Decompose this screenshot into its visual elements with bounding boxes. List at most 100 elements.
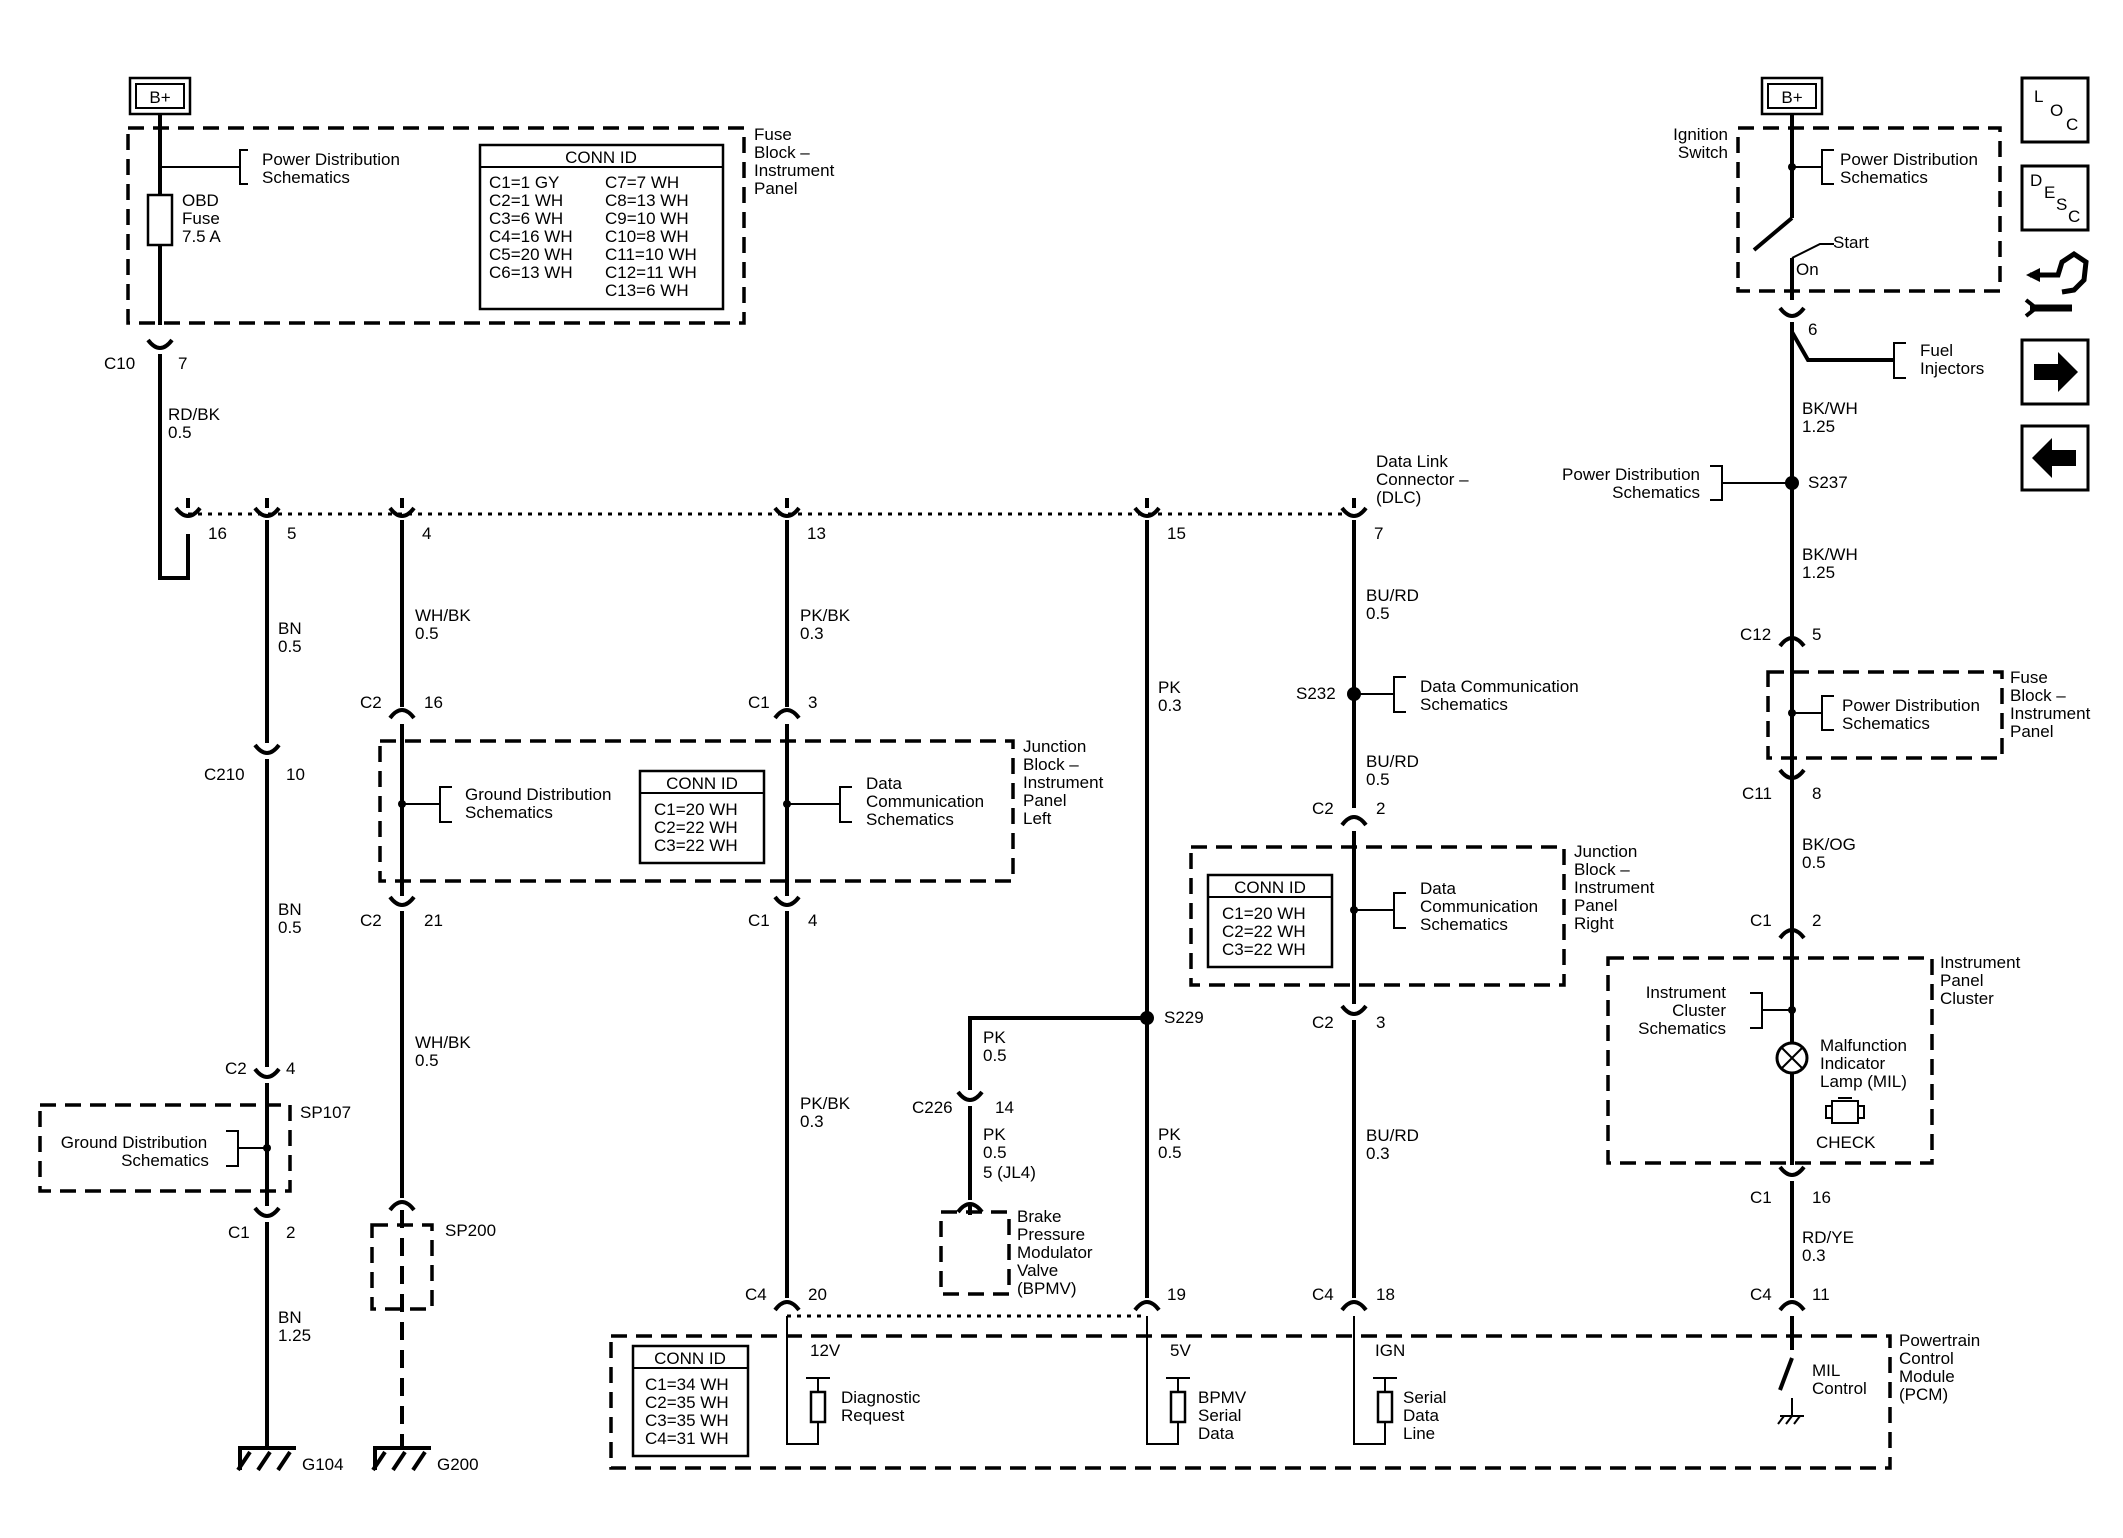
diagram-label: WH/BK <box>415 606 471 625</box>
diagram-label: C1 <box>1750 911 1772 930</box>
diagram-label: Indicator <box>1820 1054 1886 1073</box>
diagram-label: C2=35 WH <box>645 1393 729 1412</box>
diagram-label: 4 <box>808 911 817 930</box>
conn-id-pcm: CONN ID C1=34 WH C2=35 WH C3=35 WH C4=31… <box>631 1344 750 1458</box>
diagram-label: Block – <box>1023 755 1079 774</box>
back-arrow-icon[interactable] <box>2020 424 2090 492</box>
diagram-label: Cluster <box>1672 1001 1726 1020</box>
bplus-left-label: B+ <box>149 88 170 107</box>
diagram-label: Pressure <box>1017 1225 1085 1244</box>
diagram-label: Schematics <box>465 803 553 822</box>
dlc-label: Data Link Connector – (DLC) <box>1376 452 1469 507</box>
diagram-label: C3=22 WH <box>1222 940 1306 959</box>
diagram-label: Data <box>1198 1424 1234 1443</box>
diagram-label: Panel <box>1023 791 1066 810</box>
diagram-label: C210 <box>204 765 245 784</box>
diagram-label: 1.25 <box>1802 417 1835 436</box>
diagram-label: Panel <box>754 179 797 198</box>
diagram-label: O <box>2050 101 2063 120</box>
diagram-label: C8=13 WH <box>605 191 689 210</box>
diagram-label: Panel <box>2010 722 2053 741</box>
pd-schem-link-2[interactable]: Power Distribution <box>1840 150 1978 169</box>
diagram-label: Start <box>1833 233 1869 252</box>
diagram-label: 16 <box>424 693 443 712</box>
diagram-label: Line <box>1403 1424 1435 1443</box>
diagram-label: C6=13 WH <box>489 263 573 282</box>
diagram-label: 5 <box>1812 625 1821 644</box>
diagram-label: Request <box>841 1406 905 1425</box>
diagram-label: C4 <box>1312 1285 1334 1304</box>
diagram-label: 19 <box>1167 1285 1186 1304</box>
diagram-label: C226 <box>912 1098 953 1117</box>
conn-id-jb-left: CONN ID C1=20 WH C2=22 WH C3=22 WH <box>638 769 766 865</box>
diagram-label: Schematics <box>262 168 350 187</box>
ic-schem-link[interactable]: Instrument <box>1646 983 1727 1002</box>
diagram-label: Modulator <box>1017 1243 1093 1262</box>
diagram-label: Module <box>1899 1367 1955 1386</box>
pd-schem-link-3[interactable]: Power Distribution <box>1562 465 1700 484</box>
diagram-label: Serial <box>1403 1388 1446 1407</box>
dc-schem-link-left[interactable]: Data <box>866 774 902 793</box>
tools-icon[interactable] <box>2024 250 2089 318</box>
diagram-label: Block – <box>754 143 810 162</box>
diagram-label: 21 <box>424 911 443 930</box>
diagram-label: S229 <box>1164 1008 1204 1027</box>
diagram-label: C12=11 WH <box>605 263 697 282</box>
diagram-label: C4 <box>1750 1285 1772 1304</box>
diagram-label: 0.3 <box>1158 696 1182 715</box>
diagram-label: 18 <box>1376 1285 1395 1304</box>
diagram-label: Instrument <box>1574 878 1655 897</box>
diagram-label: C1=20 WH <box>1222 904 1306 923</box>
diagram-label: Fuel <box>1920 341 1953 360</box>
diagram-label: C1 <box>228 1223 250 1242</box>
diagram-label: C2 <box>1312 799 1334 818</box>
diagram-label: 20 <box>808 1285 827 1304</box>
diagram-label: 0.5 <box>983 1143 1007 1162</box>
next-arrow-icon[interactable] <box>2020 338 2090 406</box>
diagram-label: Valve <box>1017 1261 1058 1280</box>
diagram-label: 5 <box>287 524 296 543</box>
diagram-label: Junction <box>1574 842 1637 861</box>
diagram-label: Fuse <box>182 209 220 228</box>
diagram-label: Communication <box>1420 897 1538 916</box>
gd-schem-link-2[interactable]: Ground Distribution <box>61 1133 207 1152</box>
diagram-label: 15 <box>1167 524 1186 543</box>
dc-schem-link-mid[interactable]: Data Communication <box>1420 677 1579 696</box>
diagram-label: Fuse <box>754 125 792 144</box>
diagram-label: C5=20 WH <box>489 245 573 264</box>
desc-button[interactable]: D E S C <box>2020 164 2090 232</box>
diagram-label: C3=35 WH <box>645 1411 729 1430</box>
diagram-label: 1.25 <box>1802 563 1835 582</box>
gd-schem-link-1[interactable]: Ground Distribution <box>465 785 611 804</box>
diagram-label: C2=1 WH <box>489 191 563 210</box>
loc-button[interactable]: L O C <box>2020 76 2090 144</box>
diagram-label: Schematics <box>1420 695 1508 714</box>
diagram-label: BPMV <box>1198 1388 1247 1407</box>
diagram-label: C11=10 WH <box>605 245 697 264</box>
diagram-label: Instrument <box>2010 704 2091 723</box>
diagram-label: 8 <box>1812 784 1821 803</box>
diagram-label: Schematics <box>1842 714 1930 733</box>
ground-g200: G200 <box>371 1446 479 1474</box>
diagram-label: BK/WH <box>1802 399 1858 418</box>
jb-left-label: Junction Block – Instrument Panel Left <box>1023 737 1104 828</box>
diagram-label: Data <box>1403 1406 1439 1425</box>
diagram-label: C2 <box>360 911 382 930</box>
dc-schem-link-right[interactable]: Data <box>1420 879 1456 898</box>
diagram-label: 0.3 <box>1366 1144 1390 1163</box>
conn-id-fuse-block: CONN ID C1=1 GY C2=1 WH C3=6 WH C4=16 WH… <box>478 143 725 311</box>
fuse-block-right-label: Fuse Block – Instrument Panel <box>2010 668 2091 741</box>
diagram-label: Connector – <box>1376 470 1469 489</box>
ground-g104: G104 <box>236 1446 344 1474</box>
engine-check-icon <box>1825 1097 1865 1124</box>
diagram-label: (DLC) <box>1376 488 1421 507</box>
pd-schem-link-1[interactable]: Power Distribution <box>262 150 400 169</box>
diagram-label: C2=22 WH <box>654 818 738 837</box>
diagram-label: S <box>2056 195 2067 214</box>
diagram-label: PK <box>983 1028 1006 1047</box>
diagram-label: Block – <box>1574 860 1630 879</box>
diagram-label: 0.5 <box>1366 604 1390 623</box>
diagram-label: BN <box>278 900 302 919</box>
diagram-label: 7 <box>1374 524 1383 543</box>
pd-schem-link-4[interactable]: Power Distribution <box>1842 696 1980 715</box>
